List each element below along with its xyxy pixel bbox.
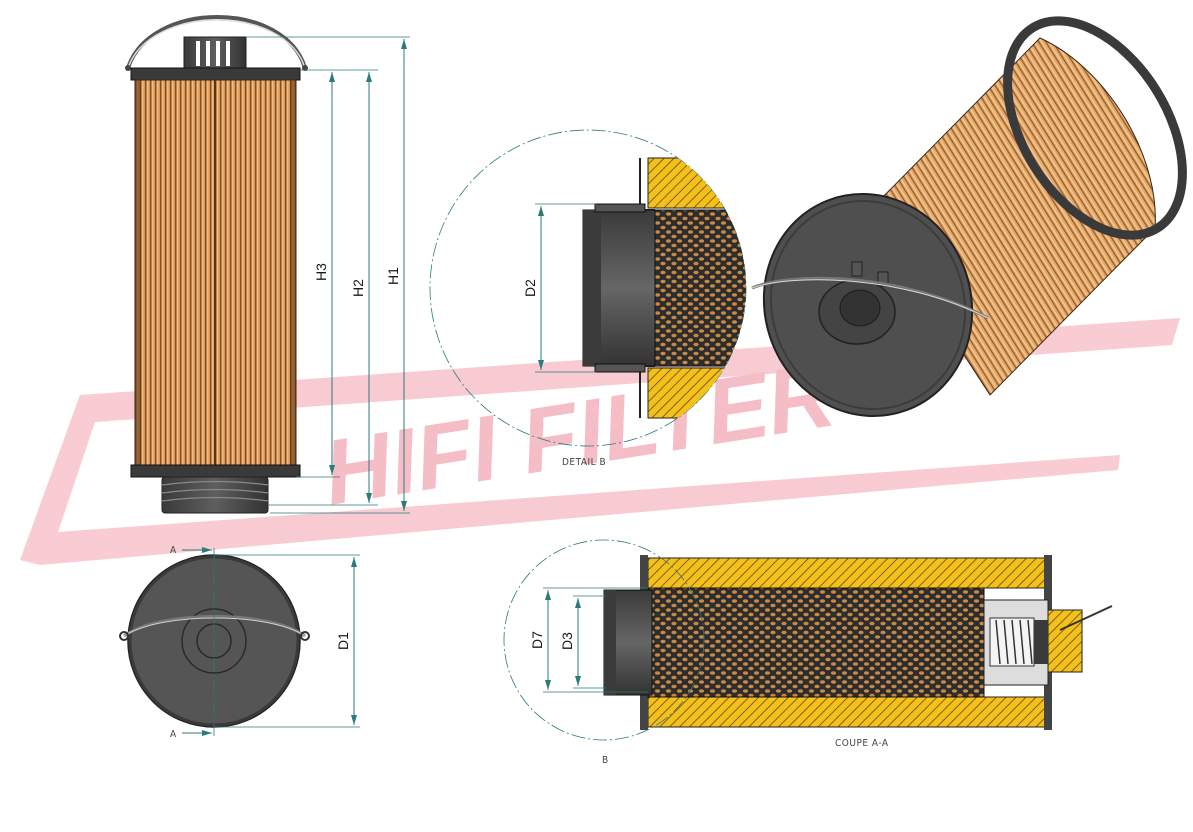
detail-marker-b: B — [602, 755, 609, 766]
section-a-a-view: B D7 D3 COUPE A-A — [503, 539, 1113, 766]
front-elevation-view: H3 H2 H1 — [125, 15, 410, 514]
dimension-h2: H2 — [350, 279, 366, 297]
section-bottom-band — [647, 696, 1051, 728]
dimension-d1: D1 — [335, 632, 351, 650]
detail-b-caption: DETAIL B — [562, 457, 606, 468]
section-mark-top: A — [170, 545, 177, 556]
watermark: HIFI FILTER — [20, 318, 1180, 565]
top-connector — [183, 36, 247, 71]
top-end-cap — [130, 67, 301, 81]
dimension-d7: D7 — [529, 631, 545, 649]
section-perforated-tube — [647, 587, 985, 698]
top-view: A A D1 — [119, 545, 360, 740]
dimension-h1: H1 — [385, 267, 401, 285]
dimension-h3: H3 — [313, 263, 329, 281]
isometric-view — [751, 16, 1187, 417]
bottom-end-cap — [130, 464, 301, 478]
section-mark-bottom: A — [170, 729, 177, 740]
dimension-d2: D2 — [522, 279, 538, 297]
iso-far-cap — [1003, 16, 1187, 240]
section-caption: COUPE A-A — [835, 738, 889, 749]
iso-handle — [751, 276, 989, 320]
section-top-band — [647, 557, 1051, 589]
bottom-thread — [161, 476, 269, 514]
dimension-d3: D3 — [559, 632, 575, 650]
